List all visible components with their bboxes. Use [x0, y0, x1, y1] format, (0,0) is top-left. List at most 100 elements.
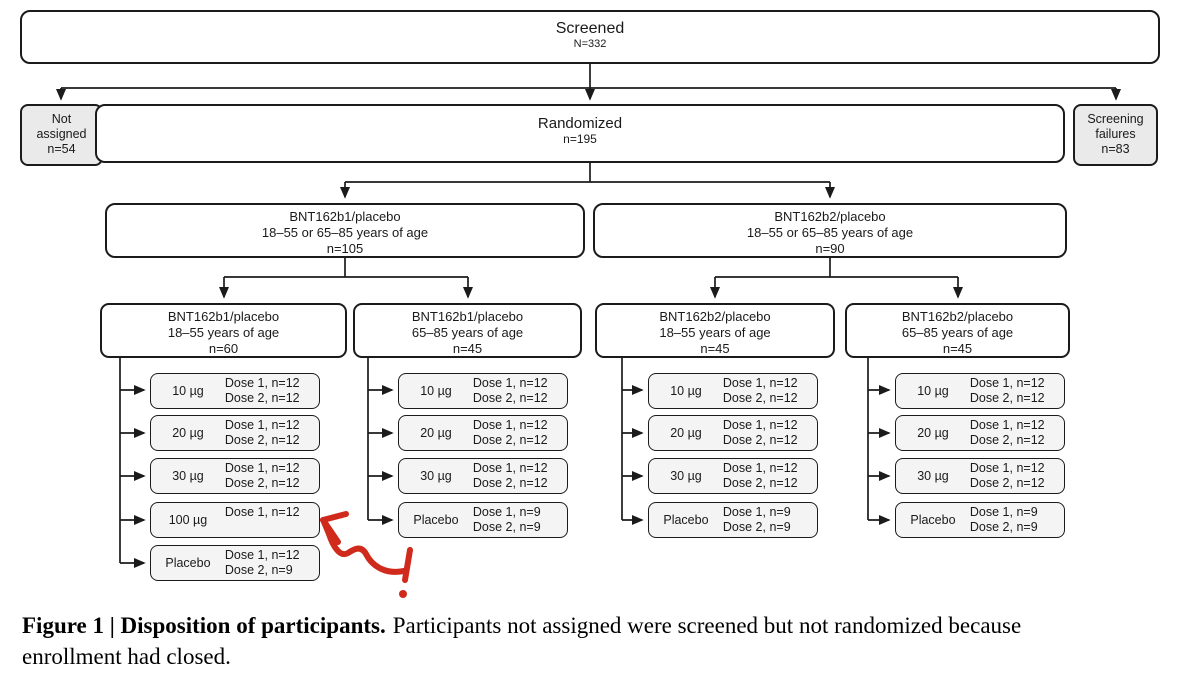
dose1-count: Dose 1, n=12 — [224, 505, 300, 519]
group-b1-younger-box: BNT162b1/placebo 18–55 years of age n=60 — [100, 303, 347, 358]
group-b1-older-box: BNT162b1/placebo 65–85 years of age n=45 — [353, 303, 582, 358]
dose2-count: Dose 2, n=9 — [224, 563, 293, 577]
dose2-count: Dose 2, n=9 — [472, 520, 541, 534]
dose-label: Placebo — [165, 556, 211, 570]
dose-label: Placebo — [413, 513, 459, 527]
not-assigned-count: n=54 — [47, 142, 76, 156]
dose2-count: Dose 2, n=12 — [969, 433, 1045, 447]
screening-failures-label: Screening — [1087, 112, 1144, 126]
dose2-count: Dose 2, n=12 — [224, 433, 300, 447]
dose-label: 10 µg — [172, 384, 204, 398]
dose1-count: Dose 1, n=12 — [224, 461, 300, 475]
dose-label: 30 µg — [670, 469, 702, 483]
screened-title: Screened — [555, 20, 625, 37]
group-name: BNT162b2/placebo — [659, 309, 771, 324]
group-name: BNT162b2/placebo — [901, 309, 1014, 324]
dose1-count: Dose 1, n=12 — [224, 548, 300, 562]
dose-label: Placebo — [910, 513, 956, 527]
dose2-count: Dose 2, n=12 — [722, 476, 798, 490]
dose1-count: Dose 1, n=12 — [722, 418, 798, 432]
branch-name: BNT162b2/placebo — [774, 209, 886, 224]
screened-box: Screened N=332 — [20, 10, 1160, 64]
group-b2-older-box: BNT162b2/placebo 65–85 years of age n=45 — [845, 303, 1070, 358]
exclamation-mark-annotation — [399, 547, 413, 598]
group-count: n=45 — [942, 341, 973, 356]
dose2-count: Dose 2, n=12 — [722, 391, 798, 405]
dose1-count: Dose 1, n=12 — [472, 461, 548, 475]
dose1-count: Dose 1, n=12 — [472, 418, 548, 432]
dose2-count: Dose 2, n=12 — [224, 476, 300, 490]
branch-bnt162b1-box: BNT162b1/placebo 18–55 or 65–85 years of… — [105, 203, 585, 258]
caption-title: Figure 1 | Disposition of participants. — [22, 613, 386, 638]
group-count: n=45 — [452, 341, 483, 356]
caption-text: Participants not assigned were screened … — [22, 613, 1022, 669]
dose-label: 30 µg — [420, 469, 452, 483]
branch-ages: 18–55 or 65–85 years of age — [746, 225, 914, 240]
dose-label: 10 µg — [420, 384, 452, 398]
group-count: n=60 — [208, 341, 239, 356]
screening-failures-count: n=83 — [1101, 142, 1130, 156]
dose-label: 10 µg — [917, 384, 949, 398]
randomized-box: Randomized n=195 — [95, 104, 1065, 163]
screening-failures-box: Screening failures n=83 — [1073, 104, 1158, 166]
dose1-count: Dose 1, n=12 — [969, 376, 1045, 390]
dose2-count: Dose 2, n=9 — [969, 520, 1038, 534]
randomized-title: Randomized — [537, 115, 623, 132]
branch-bnt162b2-box: BNT162b2/placebo 18–55 or 65–85 years of… — [593, 203, 1067, 258]
screening-failures-label2: failures — [1095, 127, 1136, 141]
dose-label: Placebo — [663, 513, 709, 527]
dose2-count: Dose 2, n=12 — [224, 391, 300, 405]
dose2-count — [225, 520, 319, 535]
dose1-count: Dose 1, n=9 — [722, 505, 791, 519]
not-assigned-label2: assigned — [36, 127, 87, 141]
dose-label: 20 µg — [420, 426, 452, 440]
dose-label: 30 µg — [917, 469, 949, 483]
group-ages: 18–55 years of age — [167, 325, 280, 340]
branch-name: BNT162b1/placebo — [289, 209, 401, 224]
dose1-count: Dose 1, n=9 — [472, 505, 541, 519]
dose2-count: Dose 2, n=12 — [969, 391, 1045, 405]
dose1-count: Dose 1, n=9 — [969, 505, 1038, 519]
not-assigned-label: Not — [51, 112, 72, 126]
dose-label: 20 µg — [917, 426, 949, 440]
group-count: n=45 — [700, 341, 730, 356]
dose2-count: Dose 2, n=12 — [722, 433, 798, 447]
dose1-count: Dose 1, n=12 — [722, 461, 798, 475]
figure-caption: Figure 1 | Disposition of participants.P… — [22, 610, 1082, 672]
dose-label: 20 µg — [172, 426, 204, 440]
dose2-count: Dose 2, n=12 — [472, 433, 548, 447]
randomized-count: n=195 — [563, 132, 597, 146]
dose2-count: Dose 2, n=12 — [969, 476, 1045, 490]
group-name: BNT162b1/placebo — [167, 309, 280, 324]
branch-count: n=105 — [326, 241, 364, 256]
dose2-count: Dose 2, n=12 — [472, 476, 548, 490]
group-b2-younger-box: BNT162b2/placebo 18–55 years of age n=45 — [595, 303, 835, 358]
dose-label: 100 µg — [168, 513, 208, 527]
dose-box-100ug: 100 µg Dose 1, n=12 — [150, 502, 320, 538]
screened-count: N=332 — [573, 38, 607, 50]
dose-label: 20 µg — [670, 426, 702, 440]
dose-label: 30 µg — [172, 469, 204, 483]
dose1-count: Dose 1, n=12 — [969, 418, 1045, 432]
branch-ages: 18–55 or 65–85 years of age — [261, 225, 429, 240]
red-arrow-annotation — [320, 511, 407, 575]
group-ages: 65–85 years of age — [901, 325, 1014, 340]
dose1-count: Dose 1, n=12 — [472, 376, 548, 390]
dose-label: 10 µg — [670, 384, 702, 398]
dose1-count: Dose 1, n=12 — [722, 376, 798, 390]
not-assigned-box: Not assigned n=54 — [20, 104, 103, 166]
dose2-count: Dose 2, n=12 — [472, 391, 548, 405]
